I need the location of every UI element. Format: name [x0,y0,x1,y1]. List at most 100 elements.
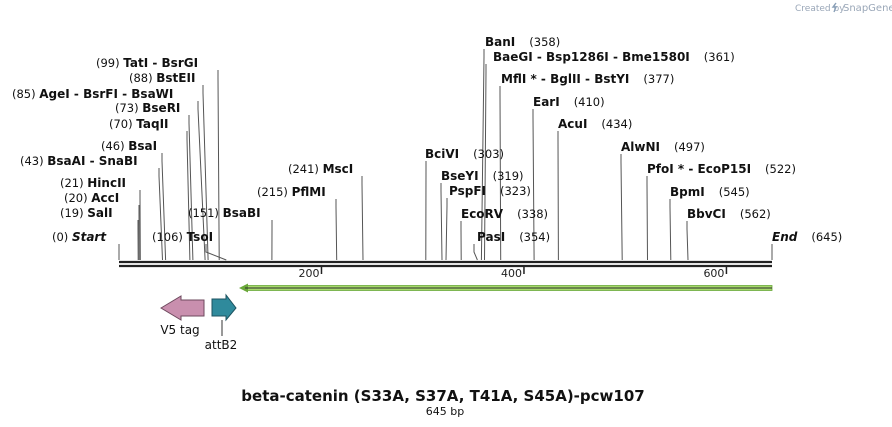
site-name: PflMI [292,185,326,199]
site-position: (99) [96,56,123,70]
site-name: BstEII [156,71,195,85]
site-position: (522) [765,162,796,176]
sequence-backbone [119,260,772,268]
site-name: AlwNI [621,140,660,154]
ruler-tick-label: 600 [703,267,724,280]
site-label-agei: (85) AgeI - BsrFI - BsaWI [12,87,173,101]
site-stem [188,115,194,261]
site-position: (358) [529,35,560,49]
watermark-prefix: Created by [795,4,845,14]
watermark-brand: SnapGene [843,3,892,14]
site-label-bcivi: BciVI(303) [425,147,504,161]
site-position: (497) [674,140,705,154]
site-label-pflmi: (215) PflMI [257,185,326,199]
ruler-tick-label: 200 [298,267,319,280]
site-position: (338) [517,207,548,221]
site-label-bseyi: BseYI(319) [441,169,524,183]
site-name: TatI - BsrGI [123,56,198,70]
site-label-bbvci: BbvCI (562) [687,207,771,221]
orf-arrow [239,283,773,293]
site-name: PasI [477,230,505,244]
site-position: (323) [500,184,531,198]
site-name: BsaAI - SnaBI [47,154,137,168]
watermark: Created by SnapGene [795,2,892,14]
sequence-title: beta-catenin (S33A, S37A, T41A, S45A)-pc… [241,387,644,405]
site-label-mfli: MflI * - BglII - BstYI (377) [501,72,674,86]
site-name: End [772,230,798,244]
site-labels: (0) Start (19) SalI(20) AccI (21) HincII (4… [12,35,842,244]
sequence-length: 645 bp [426,405,464,418]
site-stem [473,244,478,261]
site-label-pspfi: PspFI(323) [449,184,531,198]
site-position: (562) [740,207,771,221]
site-label-bsai: (46) BsaI [101,139,157,153]
attb2-label: attB2 [205,338,238,352]
site-label-start: (0) Start [52,230,107,244]
site-label-acui: AcuI (434) [558,117,632,131]
site-stem [361,176,364,261]
site-position: (73) [115,101,142,115]
site-name: EcoRV [461,207,504,221]
site-position: (20) [64,191,91,205]
site-stem [669,199,672,261]
site-stem [161,153,167,261]
site-name: TsoI [187,230,213,244]
site-stem [186,131,191,261]
site-stem [480,49,485,261]
site-name: HincII [87,176,126,190]
site-name: MscI [323,162,354,176]
site-name: BbvCI [687,207,726,221]
site-name: SalI [87,206,112,220]
site-position: (645) [811,230,842,244]
site-label-bsabi: (151) BsaBI [188,206,261,220]
site-name: BanI [485,35,515,49]
site-label-pfoi: PfoI * - EcoP15I (522) [647,162,796,176]
site-name: AcuI [558,117,587,131]
site-label-bsteii: (88) BstEII [129,71,195,85]
site-label-bpmi: BpmI(545) [670,185,750,199]
site-label-eari: EarI(410) [533,95,605,109]
site-position: (151) [188,206,223,220]
site-position: (46) [101,139,128,153]
site-label-baegi: BaeGI - Bsp1286I - Bme1580I(361) [493,50,735,64]
site-name: BaeGI - Bsp1286I - Bme1580I [493,50,690,64]
attb2-feature: attB2 [205,293,238,352]
site-label-sali: (19) SalI [60,206,113,220]
site-stem [686,221,689,261]
site-label-ecorv: EcoRV (338) [461,207,548,221]
site-stem [445,198,448,261]
site-label-bseri: (73) BseRI [115,101,180,115]
site-position: (377) [643,72,674,86]
site-name: BseRI [142,101,180,115]
site-stem [620,154,623,261]
site-stem [335,199,338,261]
v5-tag-feature: V5 tag [160,295,205,337]
site-stem [532,109,535,261]
site-name: PfoI * - EcoP15I [647,162,751,176]
site-position: (354) [519,230,550,244]
site-name: BsaI [128,139,157,153]
site-stem [205,244,227,261]
site-name: MflI * - BglII - BstYI [501,72,629,86]
site-stem [202,85,209,261]
site-position: (21) [60,176,87,190]
site-stem [197,101,206,261]
site-name: AccI [91,191,119,205]
site-name: BsaBI [223,206,261,220]
snapgene-logo-icon [831,2,838,13]
site-position: (215) [257,185,292,199]
site-label-end: End (645) [772,230,842,244]
site-position: (19) [60,206,87,220]
site-position: (241) [288,162,323,176]
site-stems [118,49,773,261]
site-name: BpmI [670,185,705,199]
site-label-pasi: PasI (354) [477,230,550,244]
site-name: EarI [533,95,560,109]
v5-tag-label: V5 tag [160,323,199,337]
site-stem [440,183,443,261]
site-name: AgeI - BsrFI - BsaWI [39,87,173,101]
site-label-bsaai: (43) BsaAI - SnaBI [20,154,138,168]
site-stem [217,70,220,261]
site-position: (434) [601,117,632,131]
